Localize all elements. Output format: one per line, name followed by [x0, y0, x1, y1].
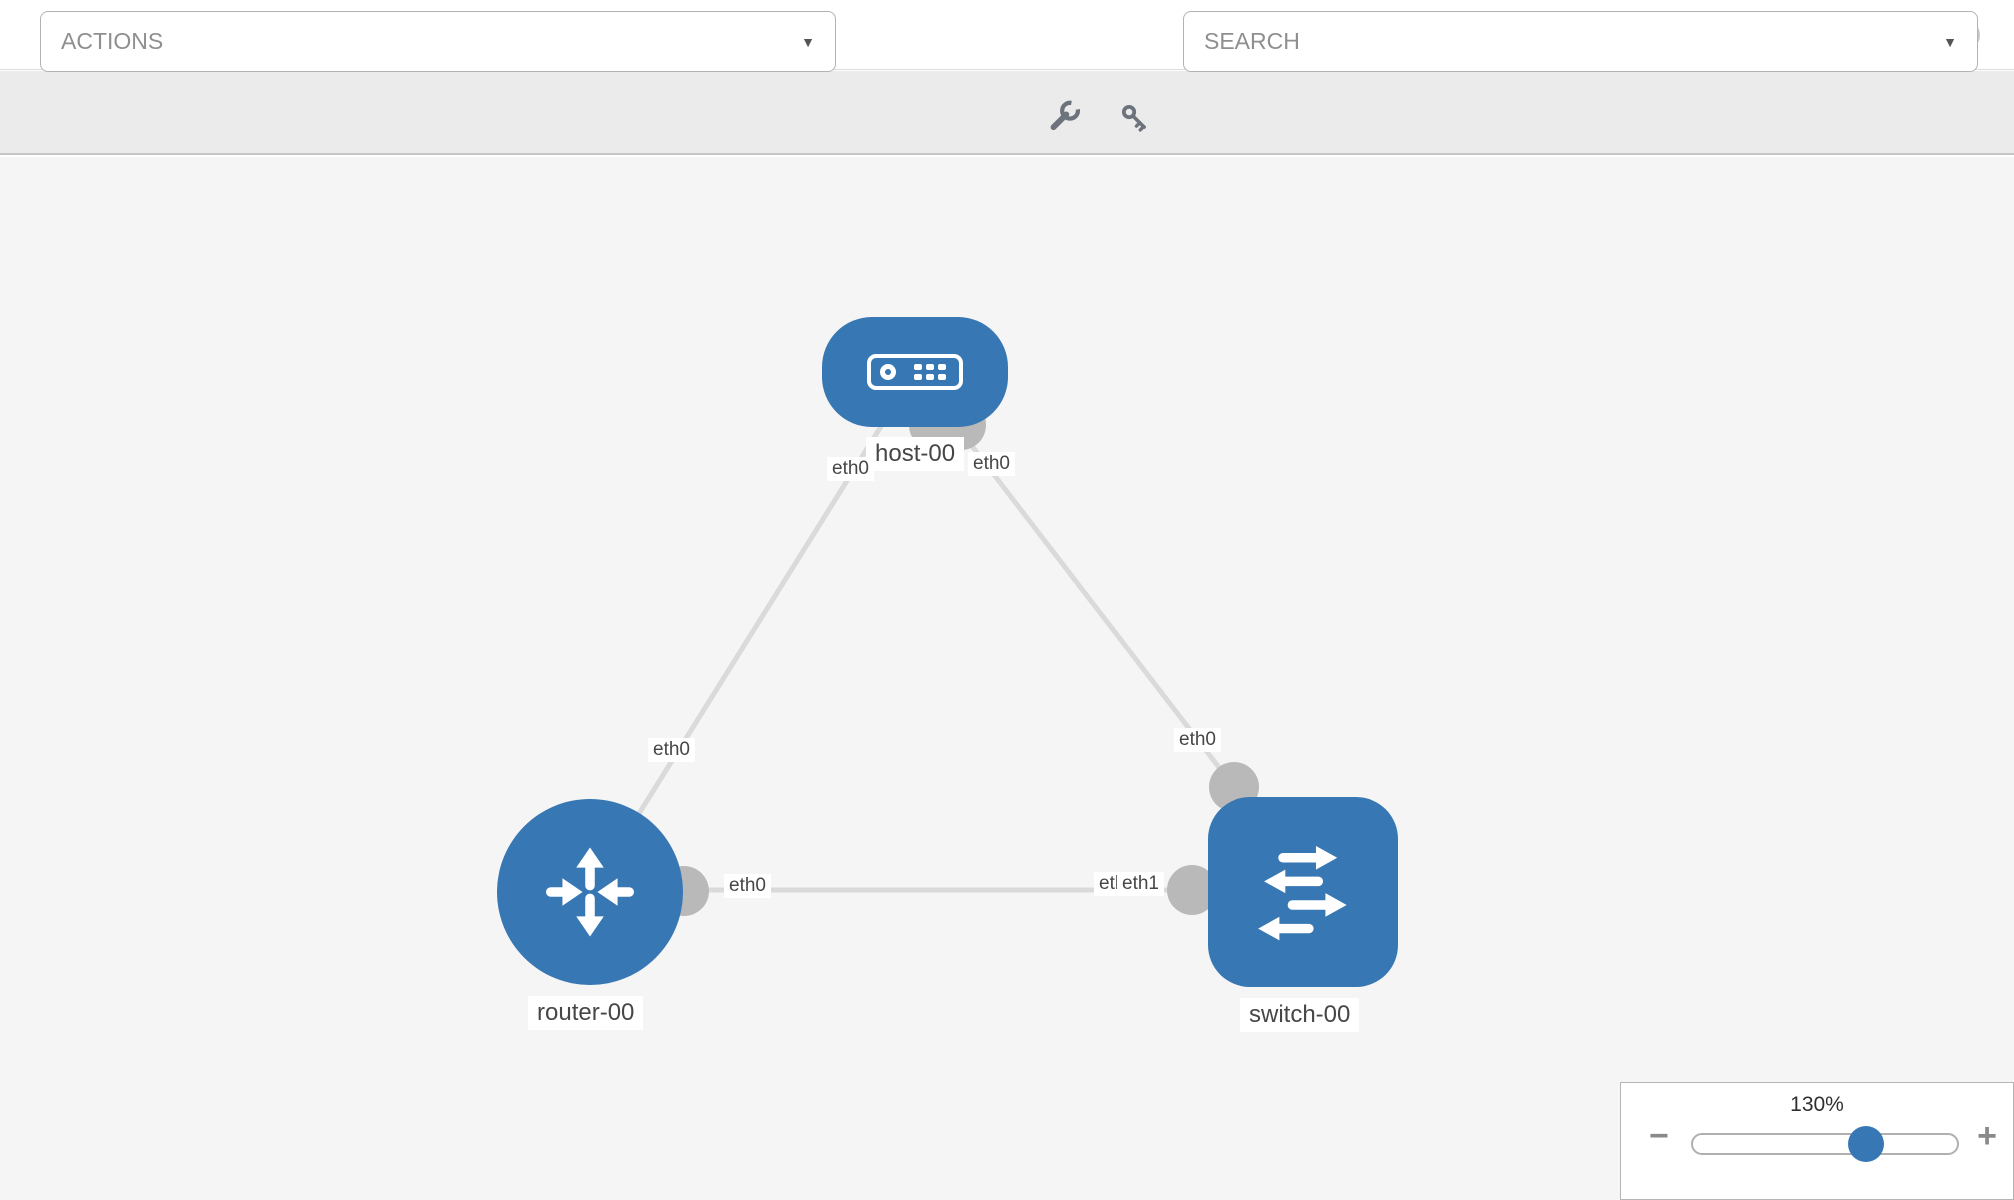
- switch-arrows-icon: [1258, 845, 1347, 941]
- zoom-level-readout: 130%: [1790, 1093, 1844, 1116]
- server-icon: [867, 354, 963, 390]
- configure-button[interactable]: [1043, 96, 1087, 140]
- node-label-host: host-00: [866, 437, 965, 471]
- wrench-icon: [1050, 100, 1081, 131]
- plus-icon: +: [1977, 1117, 1997, 1155]
- interface-label-router-to-host: eth0: [648, 738, 695, 762]
- node-label-switch: switch-00: [1240, 998, 1360, 1032]
- zoom-slider-knob[interactable]: [1848, 1126, 1884, 1162]
- interface-label-host-to-router: eth0: [827, 457, 874, 481]
- node-label-router: router-00: [528, 996, 644, 1030]
- zoom-out-button[interactable]: −: [1649, 1119, 1669, 1153]
- credentials-button[interactable]: [1113, 96, 1157, 140]
- zoom-slider[interactable]: [1691, 1126, 1959, 1162]
- actions-dropdown[interactable]: ACTIONS ▼: [40, 11, 836, 72]
- router-arrows-icon: [546, 847, 634, 937]
- interface-label-router-to-switch: eth0: [724, 874, 771, 898]
- search-box[interactable]: ▼: [1183, 11, 1978, 72]
- node-router[interactable]: [497, 799, 683, 985]
- topology-canvas[interactable]: [0, 157, 2014, 1200]
- interface-label-switch-to-router: eth1: [1117, 872, 1164, 896]
- zoom-panel: 130% − +: [1620, 1082, 2014, 1200]
- search-input[interactable]: [1204, 28, 1957, 55]
- actions-dropdown-label: ACTIONS: [61, 28, 164, 54]
- zoom-in-button[interactable]: +: [1977, 1119, 1997, 1153]
- node-host[interactable]: [822, 317, 1008, 427]
- interface-label-host-to-switch: eth0: [968, 452, 1015, 476]
- chevron-down-icon: ▼: [1943, 33, 1957, 50]
- interface-label-switch-to-host: eth0: [1174, 728, 1221, 752]
- chevron-down-icon: ▼: [801, 33, 815, 50]
- minus-icon: −: [1649, 1117, 1669, 1155]
- toolbar: [0, 71, 2014, 155]
- node-switch[interactable]: [1208, 797, 1398, 987]
- key-icon: [1121, 104, 1146, 132]
